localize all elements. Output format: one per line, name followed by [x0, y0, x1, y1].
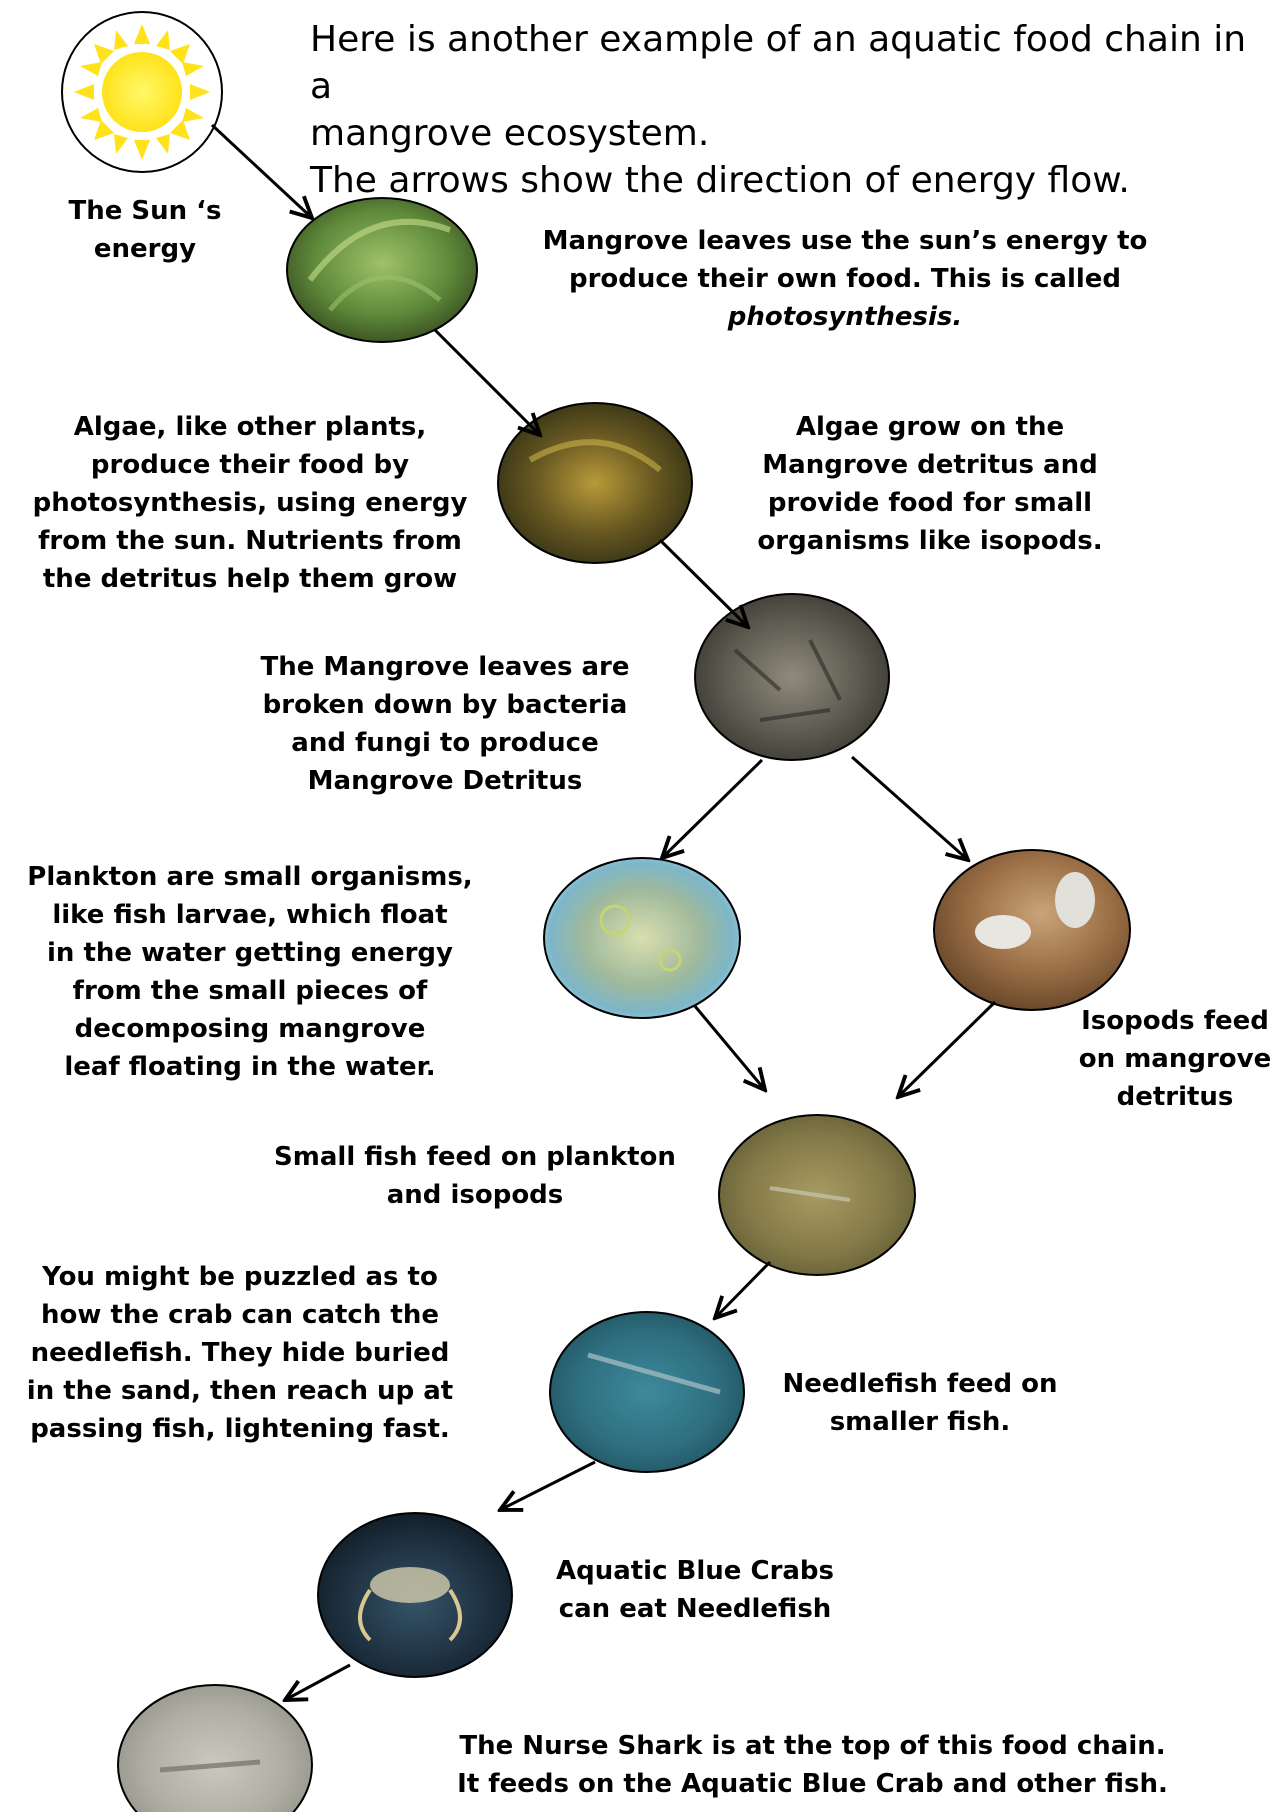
- arrow-plankton-to-small-fish: [694, 1005, 765, 1090]
- arrow-isopods-to-small-fish: [898, 1002, 995, 1097]
- mangrove-leaves-label: Mangrove leaves use the sun’s energy to …: [505, 222, 1185, 336]
- detritus-image: [695, 594, 889, 760]
- isopods-label: Isopods feed on mangrove detritus: [1070, 1002, 1280, 1116]
- arrow-crab-to-shark: [285, 1665, 350, 1700]
- isopods-image: [934, 850, 1130, 1010]
- algae-right-label: Algae grow on the Mangrove detritus and …: [730, 408, 1130, 560]
- small-fish-label: Small fish feed on plankton and isopods: [235, 1138, 715, 1214]
- needlefish-label: Needlefish feed on smaller fish.: [740, 1365, 1100, 1441]
- crab-note-label: You might be puzzled as to how the crab …: [5, 1258, 475, 1448]
- plankton-image: [544, 858, 740, 1018]
- sun-label: The Sun ‘s energy: [40, 192, 250, 268]
- shark-label: The Nurse Shark is at the top of this fo…: [345, 1727, 1280, 1803]
- detritus-label: The Mangrove leaves are broken down by b…: [215, 648, 675, 800]
- algae-image: [498, 403, 692, 563]
- crab-label: Aquatic Blue Crabs can eat Needlefish: [525, 1552, 865, 1628]
- nurse-shark-image: [118, 1685, 312, 1812]
- plankton-label: Plankton are small organisms, like fish …: [10, 858, 490, 1086]
- algae-left-label: Algae, like other plants, produce their …: [10, 408, 490, 598]
- arrow-small-fish-to-needlefish: [715, 1262, 770, 1318]
- sun-icon: [62, 12, 222, 172]
- arrow-detritus-to-plankton: [662, 760, 762, 858]
- arrow-needlefish-to-crab: [500, 1462, 595, 1510]
- arrow-detritus-to-isopods: [852, 757, 968, 860]
